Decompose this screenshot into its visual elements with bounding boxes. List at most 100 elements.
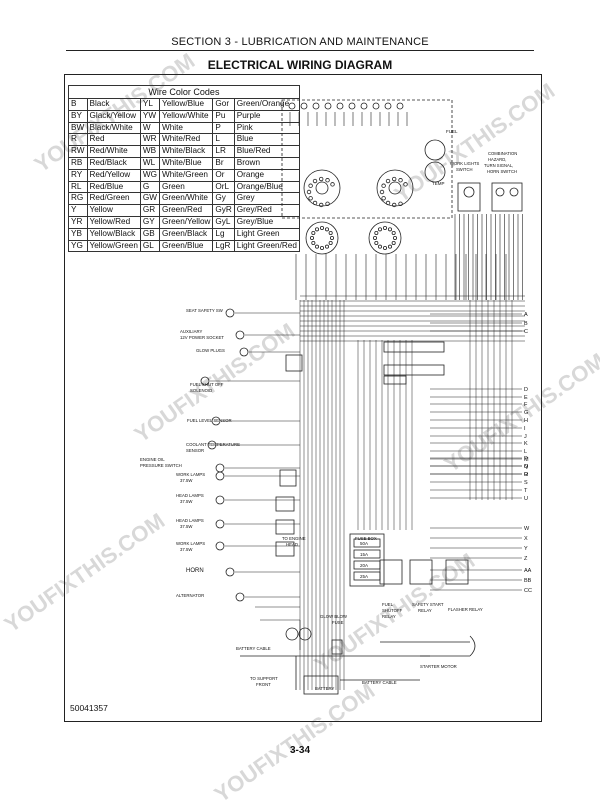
connector-block: [275, 496, 295, 512]
legend-title: Wire Color Codes: [68, 85, 300, 99]
bottom-component-label: BATTERY CABLE: [362, 680, 397, 685]
connector-letter: R: [524, 472, 528, 478]
connector-block: [275, 519, 295, 535]
bottom-component-label: BATTERY CABLE: [236, 646, 271, 651]
connector-letter: U: [524, 496, 528, 502]
combination-switch-label: COMBINATION: [488, 151, 517, 156]
bottom-component-label: TO SUPPORT: [250, 676, 278, 681]
connector-letter: F: [524, 402, 528, 408]
connector-letter: A: [524, 312, 528, 318]
head-lamps-label: 37.5W: [180, 499, 193, 504]
sensor-icon: [207, 440, 217, 450]
bottom-component-label: FRONT: [256, 682, 271, 687]
indicator-lamp-icon: [324, 102, 332, 110]
work-lights-switch-label: SWITCH: [456, 167, 473, 172]
instrument-cluster-box: [281, 99, 453, 219]
indicator-lamp-icon: [396, 102, 404, 110]
connector-pin: [387, 227, 392, 232]
connector-letter: G: [524, 410, 528, 416]
sensor-icon: [211, 416, 221, 426]
connector-letter: Y: [524, 546, 528, 552]
connector-pin: [311, 230, 316, 235]
connector-letter: I: [524, 426, 526, 432]
temp-gauge-label: TEMP: [432, 181, 445, 186]
coolant-sensor-label: COOLANT TEMPERATURE: [186, 442, 240, 447]
legend-color-name: Black: [86, 98, 141, 111]
connector-pin: [374, 240, 379, 245]
connector-letter: E: [524, 395, 528, 401]
lamp-icon: [215, 541, 225, 551]
connector-letter: J: [524, 434, 527, 440]
indicator-lamp-icon: [288, 102, 296, 110]
connector-pin: [374, 230, 379, 235]
lamp-icon: [215, 471, 225, 481]
connector-pin: [330, 182, 335, 187]
legend-code: GL: [139, 239, 161, 253]
main-connector-icon: [305, 221, 339, 255]
fuel-level-sensor-label: FUEL LEVEL SENSOR: [187, 418, 232, 423]
legend-color-name: Green/Orange: [233, 98, 300, 111]
legend-color-name: Yellow/Green: [86, 239, 141, 253]
bottom-component-label: FUSE BOX: [355, 536, 377, 541]
connector-letter: Z: [524, 556, 528, 562]
connector-block: [383, 375, 407, 385]
document-id: 50041357: [70, 703, 108, 713]
connector-pin: [306, 189, 312, 195]
connector-letter: H: [524, 418, 528, 424]
connector-block: [383, 341, 445, 353]
work-lamps-label: WORK LAMPS: [176, 541, 205, 546]
bottom-component-label: BATTERY: [315, 686, 335, 691]
hour-meter-gauge-icon: [376, 169, 414, 207]
switch-knob: [463, 186, 475, 198]
connector-pin: [381, 183, 386, 188]
lamp-icon: [215, 519, 225, 529]
connector-pin: [391, 230, 396, 235]
connector-pin: [308, 183, 313, 188]
connector-block: [383, 364, 445, 376]
connector-pin: [391, 176, 397, 182]
indicator-lamp-icon: [300, 102, 308, 110]
connector-letter: S: [524, 480, 528, 486]
fuel-solenoid-label: SOLENOID: [190, 388, 212, 393]
gauge-center: [315, 181, 329, 195]
bottom-component-label: TO ENGINE: [282, 536, 306, 541]
work-lamps-label: 37.5W: [180, 478, 193, 483]
switch-knob: [509, 187, 519, 197]
connector-letter: BB: [524, 578, 532, 584]
connector-pin: [308, 196, 313, 201]
connector-block: [275, 541, 295, 557]
glow-plug-icon: [239, 347, 249, 357]
bottom-component-label: RELAY: [382, 614, 396, 619]
connector-pin: [314, 244, 319, 249]
connector-letter: X: [524, 536, 528, 542]
connector-pin: [385, 178, 391, 184]
page-number: 3-34: [289, 745, 310, 756]
connector-pin: [311, 240, 316, 245]
connector-pin: [312, 178, 318, 184]
indicator-lamp-icon: [348, 102, 356, 110]
fuel-shutoff-relay-icon: [379, 559, 403, 585]
bottom-component-label: HEAD: [286, 542, 298, 547]
connector-letter: O: [524, 472, 529, 478]
legend-color-name: Glack/Yellow: [86, 109, 141, 123]
connector-pin: [398, 201, 403, 206]
bottom-component-label: SHUTOFF: [382, 608, 403, 613]
connector-pin: [377, 227, 382, 232]
connector-block: [279, 469, 297, 487]
bottom-component-label: GLOW BLOW: [320, 614, 348, 619]
combination-switch-label: HAZARD,: [488, 157, 506, 162]
connector-pin: [328, 230, 333, 235]
combination-switch-icon: [491, 182, 523, 212]
fuse-icon: [353, 538, 381, 548]
seat-switch-icon: [225, 308, 235, 318]
connector-letter: D: [524, 387, 528, 393]
temperature-gauge-icon: [424, 161, 446, 183]
bottom-component-label: FLASHER RELAY: [448, 607, 483, 612]
combination-switch-label: TURN SIGNAL,: [484, 163, 513, 168]
connector-pin: [387, 244, 392, 249]
connector-block: [285, 354, 303, 372]
